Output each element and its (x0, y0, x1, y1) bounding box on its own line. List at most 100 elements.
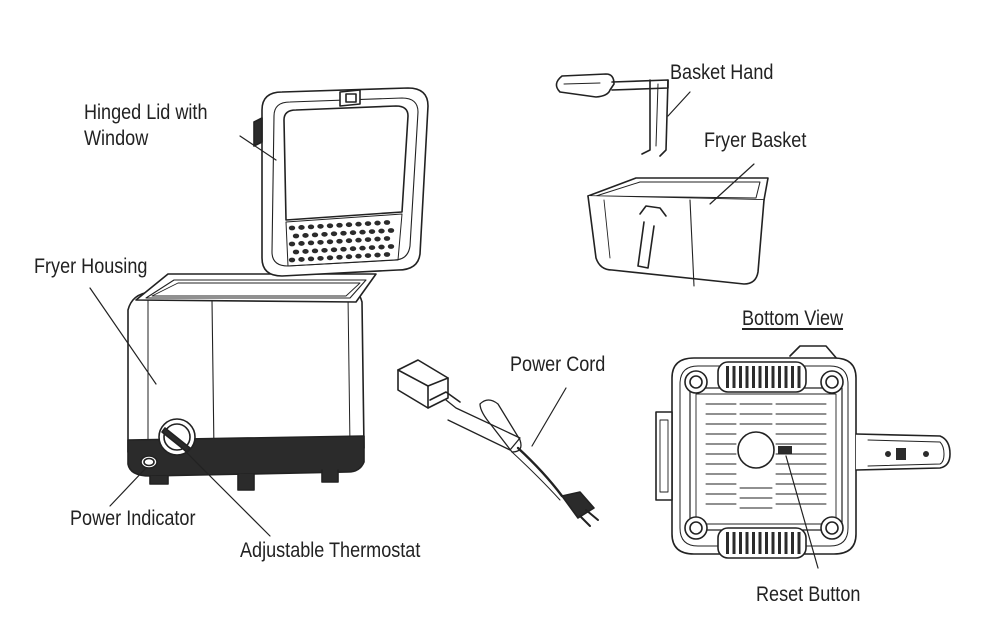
rubber-foot (820, 516, 844, 540)
bottom-rubber-feet (684, 370, 844, 540)
grille-bar (732, 532, 736, 554)
lid-vent-hole (364, 253, 372, 258)
basket-handle-drawing (555, 73, 669, 157)
label-fryer-housing: Fryer Housing (34, 255, 148, 278)
label-bottom-view: Bottom View (742, 307, 844, 330)
grille-bar (752, 532, 755, 554)
lid-vent-hole (349, 230, 357, 236)
power-cord-drawing (397, 359, 599, 527)
grille-bar (784, 532, 788, 554)
grille-bar (726, 366, 729, 388)
lid-vent-hole (387, 244, 395, 249)
lid-vent-hole (378, 228, 385, 234)
lid-vent-hole (336, 254, 343, 260)
leader-power-indicator (109, 467, 147, 507)
grille-bar (797, 532, 801, 554)
lid-vent-hole (355, 221, 362, 227)
lid-vent-hole (317, 239, 324, 245)
lid-vent-hole (298, 257, 305, 262)
lid-vent-hole (307, 256, 315, 262)
rubber-foot (820, 370, 844, 394)
leader-lines (89, 91, 819, 569)
lid-vent-hole (326, 223, 334, 229)
lid-vent-hole (345, 254, 353, 260)
rubber-foot-inner (689, 521, 703, 535)
lid-vent-hole (326, 255, 334, 261)
lid-vent-hole (298, 241, 305, 246)
rubber-foot-inner (689, 375, 703, 389)
lid-vent-hole (374, 220, 381, 226)
grille-bar (739, 532, 742, 554)
grille-bar (784, 366, 788, 388)
lid-vent-hole (364, 237, 372, 243)
thermostat-knob-drawing (158, 418, 196, 456)
lid-vent-hole (359, 229, 366, 235)
lid-vent-hole (317, 223, 324, 229)
lid-vent-hole (340, 230, 347, 236)
lid-vent-hole (378, 244, 385, 250)
label-reset-button: Reset Button (756, 583, 861, 606)
grille-bar (739, 366, 742, 388)
rubber-foot-inner (825, 521, 839, 535)
lid-vent-hole (330, 247, 338, 253)
grille-bar (758, 366, 762, 388)
lid-vent-hole (321, 231, 328, 237)
grille-bar (791, 366, 794, 388)
lid-vent-hole (364, 221, 372, 227)
bottom-vent-slots (705, 403, 827, 509)
rubber-foot (684, 516, 708, 540)
lid-vent-hole (298, 225, 305, 230)
lid-vent-hole (302, 233, 309, 238)
grille-bar (765, 532, 768, 554)
rubber-foot (684, 370, 708, 394)
leader-hinged-lid (239, 135, 277, 161)
label-hinged-lid: Hinged Lid with (84, 101, 208, 124)
lid-vent-hole (340, 246, 347, 252)
grille-bar (791, 532, 794, 554)
label-hinged-lid-line2: Window (84, 127, 149, 150)
lid-vent-hole (302, 249, 309, 254)
lid-vent-holes (288, 220, 395, 263)
label-power-cord: Power Cord (510, 353, 606, 376)
lid-vent-hole (288, 257, 296, 263)
grille-bar (732, 366, 736, 388)
lid-vent-hole (321, 247, 328, 253)
lid-vent-hole (330, 231, 338, 237)
lid-vent-hole (317, 255, 324, 261)
label-basket-handle: Basket Hand (670, 61, 774, 84)
fryer-basket-drawing (587, 177, 769, 287)
grille-bar (752, 366, 755, 388)
lid-vent-hole (336, 222, 343, 228)
grille-bar (726, 532, 729, 554)
lid-vent-hole (288, 225, 296, 231)
power-indicator-lamp-drawing (140, 455, 158, 469)
rubber-foot-inner (825, 375, 839, 389)
lid-vent-hole (359, 245, 366, 251)
lid-vent-hole (307, 224, 315, 230)
grille-bar (771, 532, 775, 554)
lid-vent-hole (288, 241, 296, 247)
lid-vent-hole (326, 239, 334, 245)
lid-vent-hole (368, 229, 376, 235)
grille-bar (765, 366, 768, 388)
leader-reset-button (785, 455, 819, 569)
grille-bar (797, 366, 801, 388)
grille-bar (745, 366, 749, 388)
lid-vent-hole (345, 222, 353, 228)
grille-bar (758, 532, 762, 554)
grille-bar (771, 366, 775, 388)
lid-vent-hole (292, 233, 300, 239)
leader-basket-handle (667, 91, 691, 117)
lid-vent-hole (311, 232, 319, 238)
lid-vent-hole (387, 228, 395, 233)
grille-bar (778, 366, 781, 388)
lid-vent-hole (355, 253, 362, 259)
lid-vent-hole (345, 238, 353, 244)
lid-vent-hole (336, 238, 343, 244)
leader-fryer-basket (709, 163, 755, 205)
fryer-housing-drawing (127, 285, 365, 491)
lid-vent-hole (349, 246, 357, 252)
lid-vent-hole (292, 249, 300, 255)
